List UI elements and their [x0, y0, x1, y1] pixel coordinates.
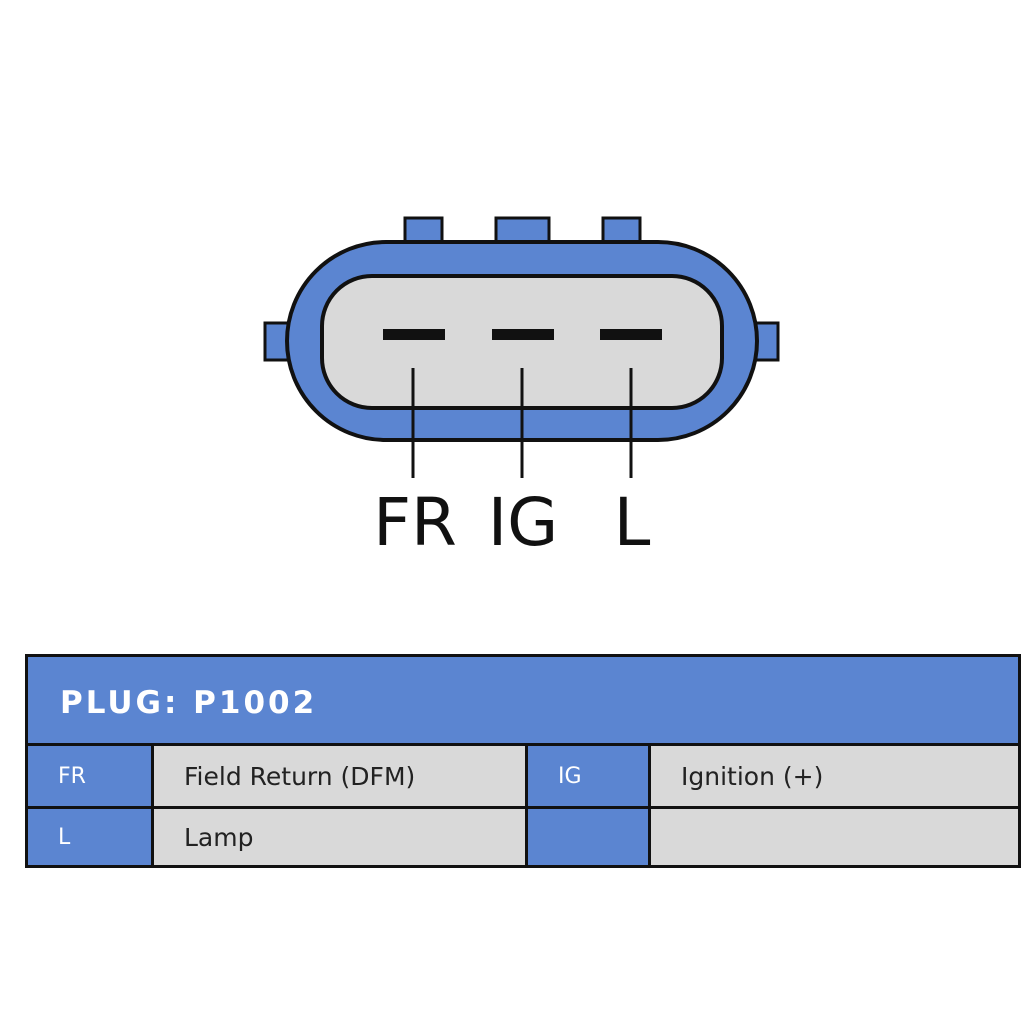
pin-code-cell: L: [28, 809, 151, 865]
table-row: FR Field Return (DFM) IG Ignition (+): [28, 746, 1018, 809]
pin-description: Field Return (DFM): [184, 761, 416, 791]
pin-code: IG: [558, 763, 582, 789]
pin-description-cell: Lamp: [151, 809, 525, 865]
pin-description-cell: Field Return (DFM): [151, 746, 525, 806]
pin-code-cell-empty: [525, 809, 648, 865]
connector-diagram: FR IG L: [263, 216, 780, 561]
table-row: L Lamp: [28, 809, 1018, 865]
plug-table-header: PLUG: P1002: [28, 657, 1018, 746]
pin-description-cell: Ignition (+): [648, 746, 1018, 806]
pin-code-cell: IG: [525, 746, 648, 806]
pin-code-cell: FR: [28, 746, 151, 806]
pin-label-fr: FR: [373, 484, 457, 561]
plug-table: PLUG: P1002 FR Field Return (DFM) IG Ign…: [25, 654, 1021, 868]
pin-ig: [492, 329, 554, 340]
pin-l: [600, 329, 662, 340]
pin-fr: [383, 329, 445, 340]
pin-description: Ignition (+): [681, 761, 824, 791]
pin-code: FR: [58, 763, 86, 789]
pin-code: L: [58, 824, 71, 850]
pin-label-ig: IG: [488, 484, 559, 561]
plug-table-title: PLUG: P1002: [60, 685, 318, 721]
pin-description-cell-empty: [648, 809, 1018, 865]
pin-description: Lamp: [184, 822, 254, 852]
pin-label-l: L: [614, 484, 651, 561]
